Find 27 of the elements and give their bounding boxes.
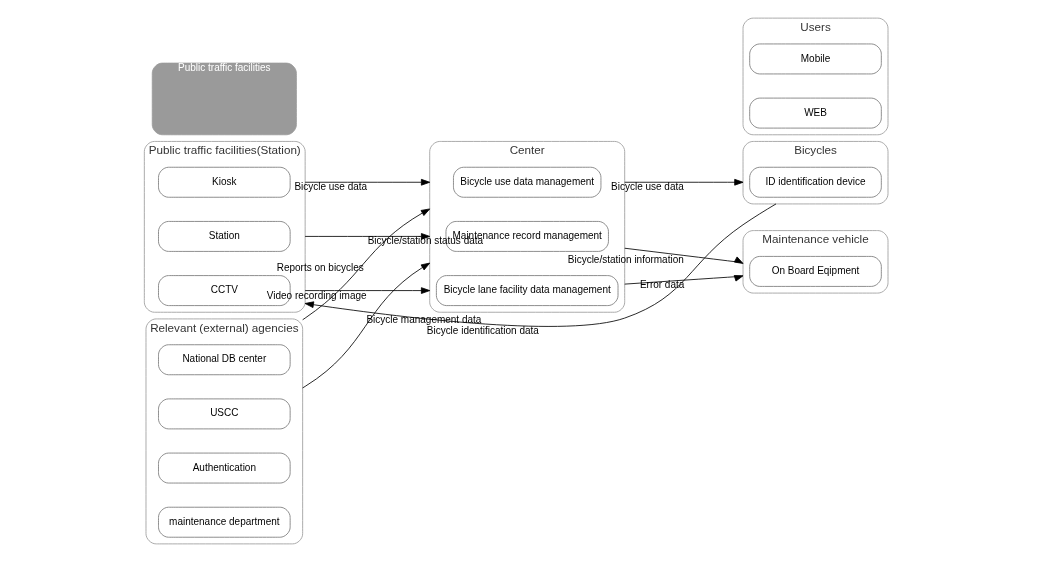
node-box: ID identification device xyxy=(749,166,882,198)
edge-label: Bicycle identification data xyxy=(426,325,539,337)
edge-label: Error data xyxy=(639,279,685,291)
node-box: Authentication xyxy=(158,452,291,484)
arrow xyxy=(302,208,431,321)
arrow xyxy=(304,178,431,186)
node-box: Kiosk xyxy=(158,166,291,198)
node-box: maintenance department xyxy=(158,506,291,538)
node-box: Station xyxy=(158,221,291,252)
arrow xyxy=(304,203,777,327)
node-box: Public traffic facilities xyxy=(151,62,297,136)
edge-label: Bicycle use data xyxy=(294,181,368,193)
arrow xyxy=(624,247,744,264)
node-box: Mobile xyxy=(749,43,882,75)
arrow xyxy=(624,178,744,186)
arrow xyxy=(304,287,431,294)
arrow xyxy=(302,262,431,389)
edge-label: Reports on bicycles xyxy=(276,261,364,273)
edge-label: Bicycle/station information xyxy=(567,254,684,266)
node-box: Bicycle use data management xyxy=(453,166,602,198)
node-box: National DB center xyxy=(158,344,291,376)
arrow xyxy=(624,275,744,285)
node-box: On Board Eqipment xyxy=(749,256,882,287)
node-box: USCC xyxy=(158,398,291,430)
node-box: WEB xyxy=(749,97,882,129)
node-box: Bicycle lane facility data management xyxy=(435,275,619,306)
edge-label: Bicycle use data xyxy=(611,181,684,193)
